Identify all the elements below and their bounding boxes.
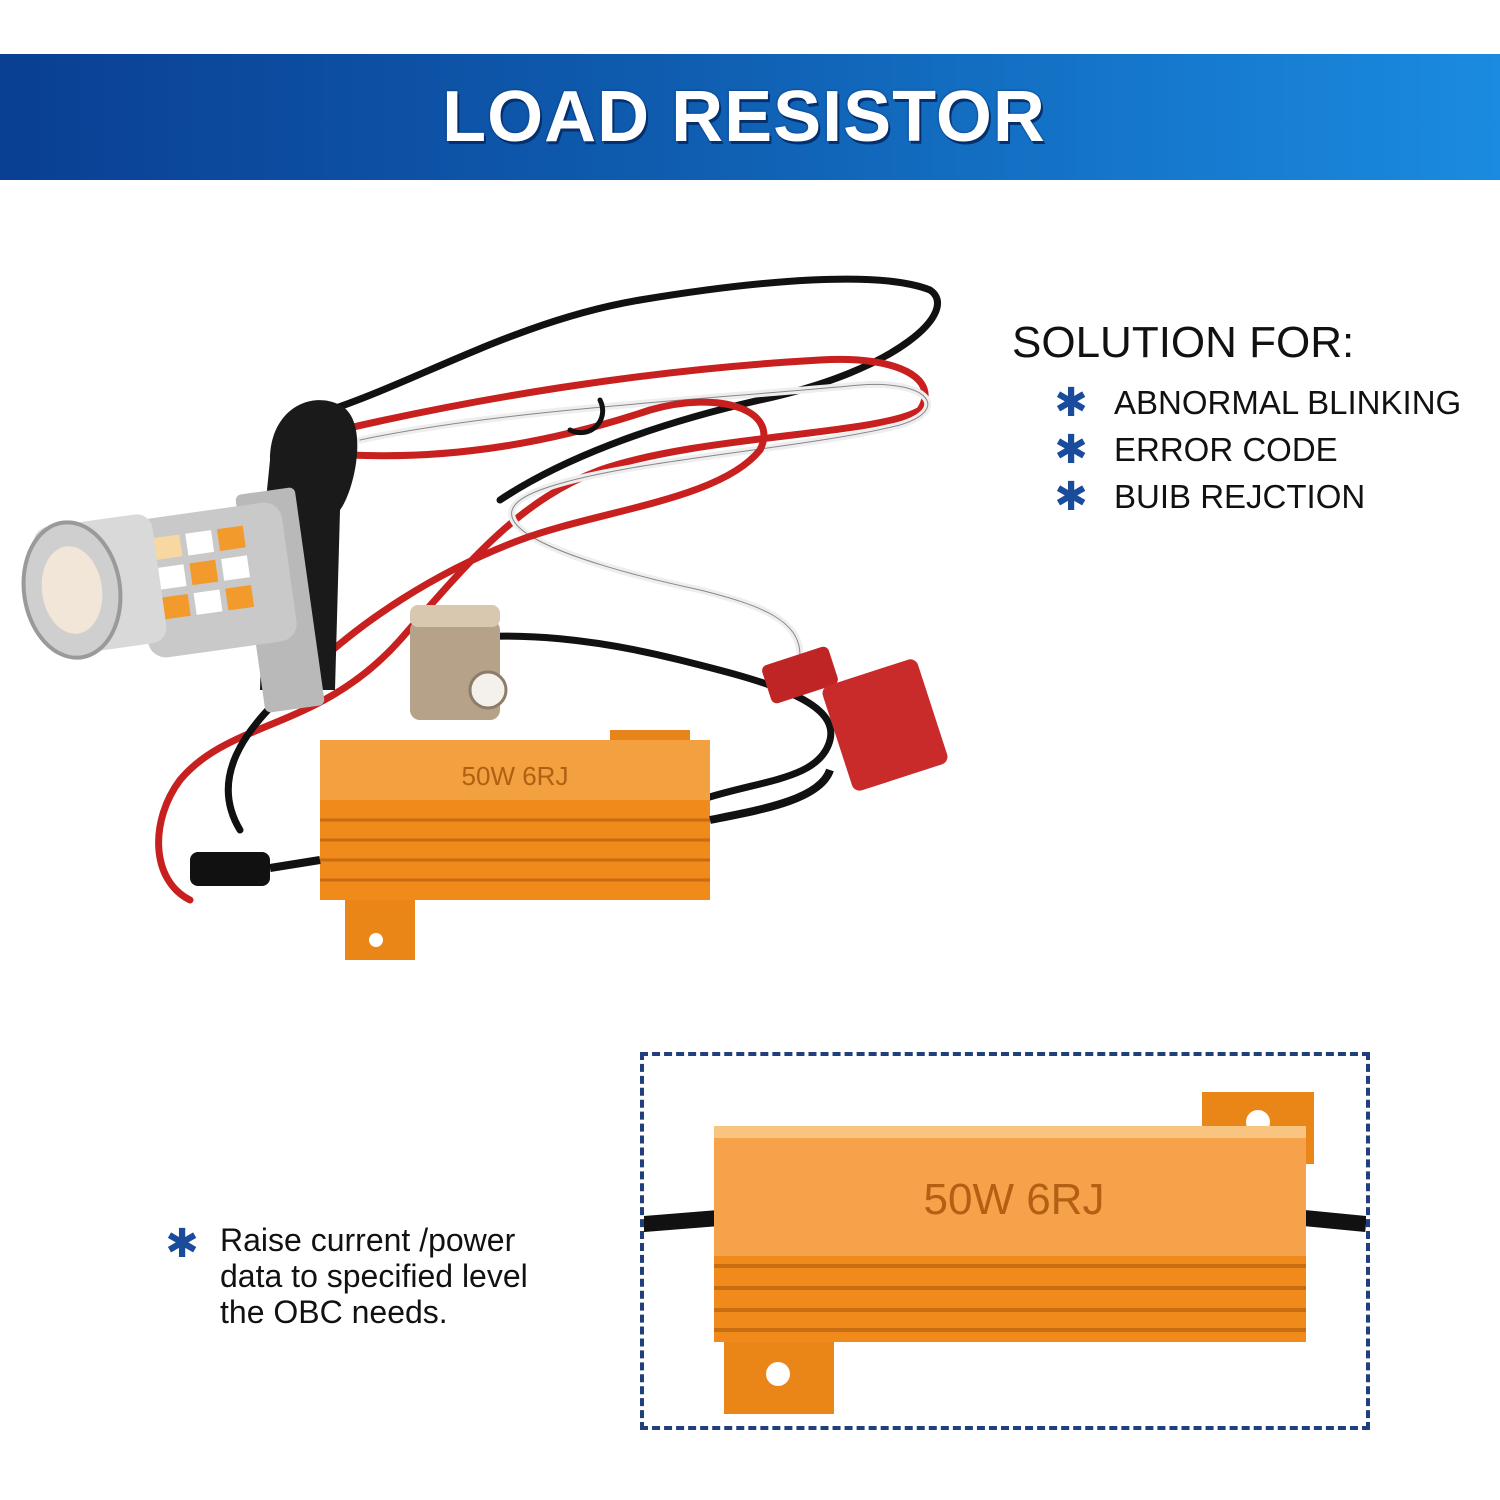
solution-item-bulb-rejection: ✱ BUIB REJCTION xyxy=(1046,477,1365,517)
resistor-marking-zoom: 50W 6RJ xyxy=(924,1175,1105,1224)
resistor-zoom-image: 50W 6RJ xyxy=(644,1092,1366,1414)
banner-title: LOAD RESISTOR xyxy=(442,77,1046,157)
solution-title: SOLUTION FOR: xyxy=(1012,318,1355,367)
solution-item-error-code: ✱ ERROR CODE xyxy=(1046,428,1338,472)
resistor-marking: 50W 6RJ xyxy=(462,761,569,791)
asterisk-icon: ✱ xyxy=(1054,428,1088,472)
solution-item-abnormal-blinking: ✱ ABNORMAL BLINKING xyxy=(1046,383,1461,423)
product-photo: 50W 6RJ xyxy=(21,275,948,960)
note-text: Raise current /power data to specified l… xyxy=(220,1222,528,1330)
resistor-zoom-panel: 50W 6RJ xyxy=(640,1052,1370,1430)
solution-item-label: ERROR CODE xyxy=(1114,431,1338,468)
asterisk-icon: ✱ xyxy=(1054,381,1088,425)
title-banner: LOAD RESISTOR xyxy=(0,54,1500,180)
solution-item-label: ABNORMAL BLINKING xyxy=(1114,384,1462,421)
asterisk-icon: ✱ xyxy=(165,1222,199,1266)
asterisk-icon: ✱ xyxy=(1054,475,1088,519)
feature-note: ✱ Raise current /power data to specified… xyxy=(162,1222,580,1330)
solution-item-label: BUIB REJCTION xyxy=(1114,478,1366,515)
